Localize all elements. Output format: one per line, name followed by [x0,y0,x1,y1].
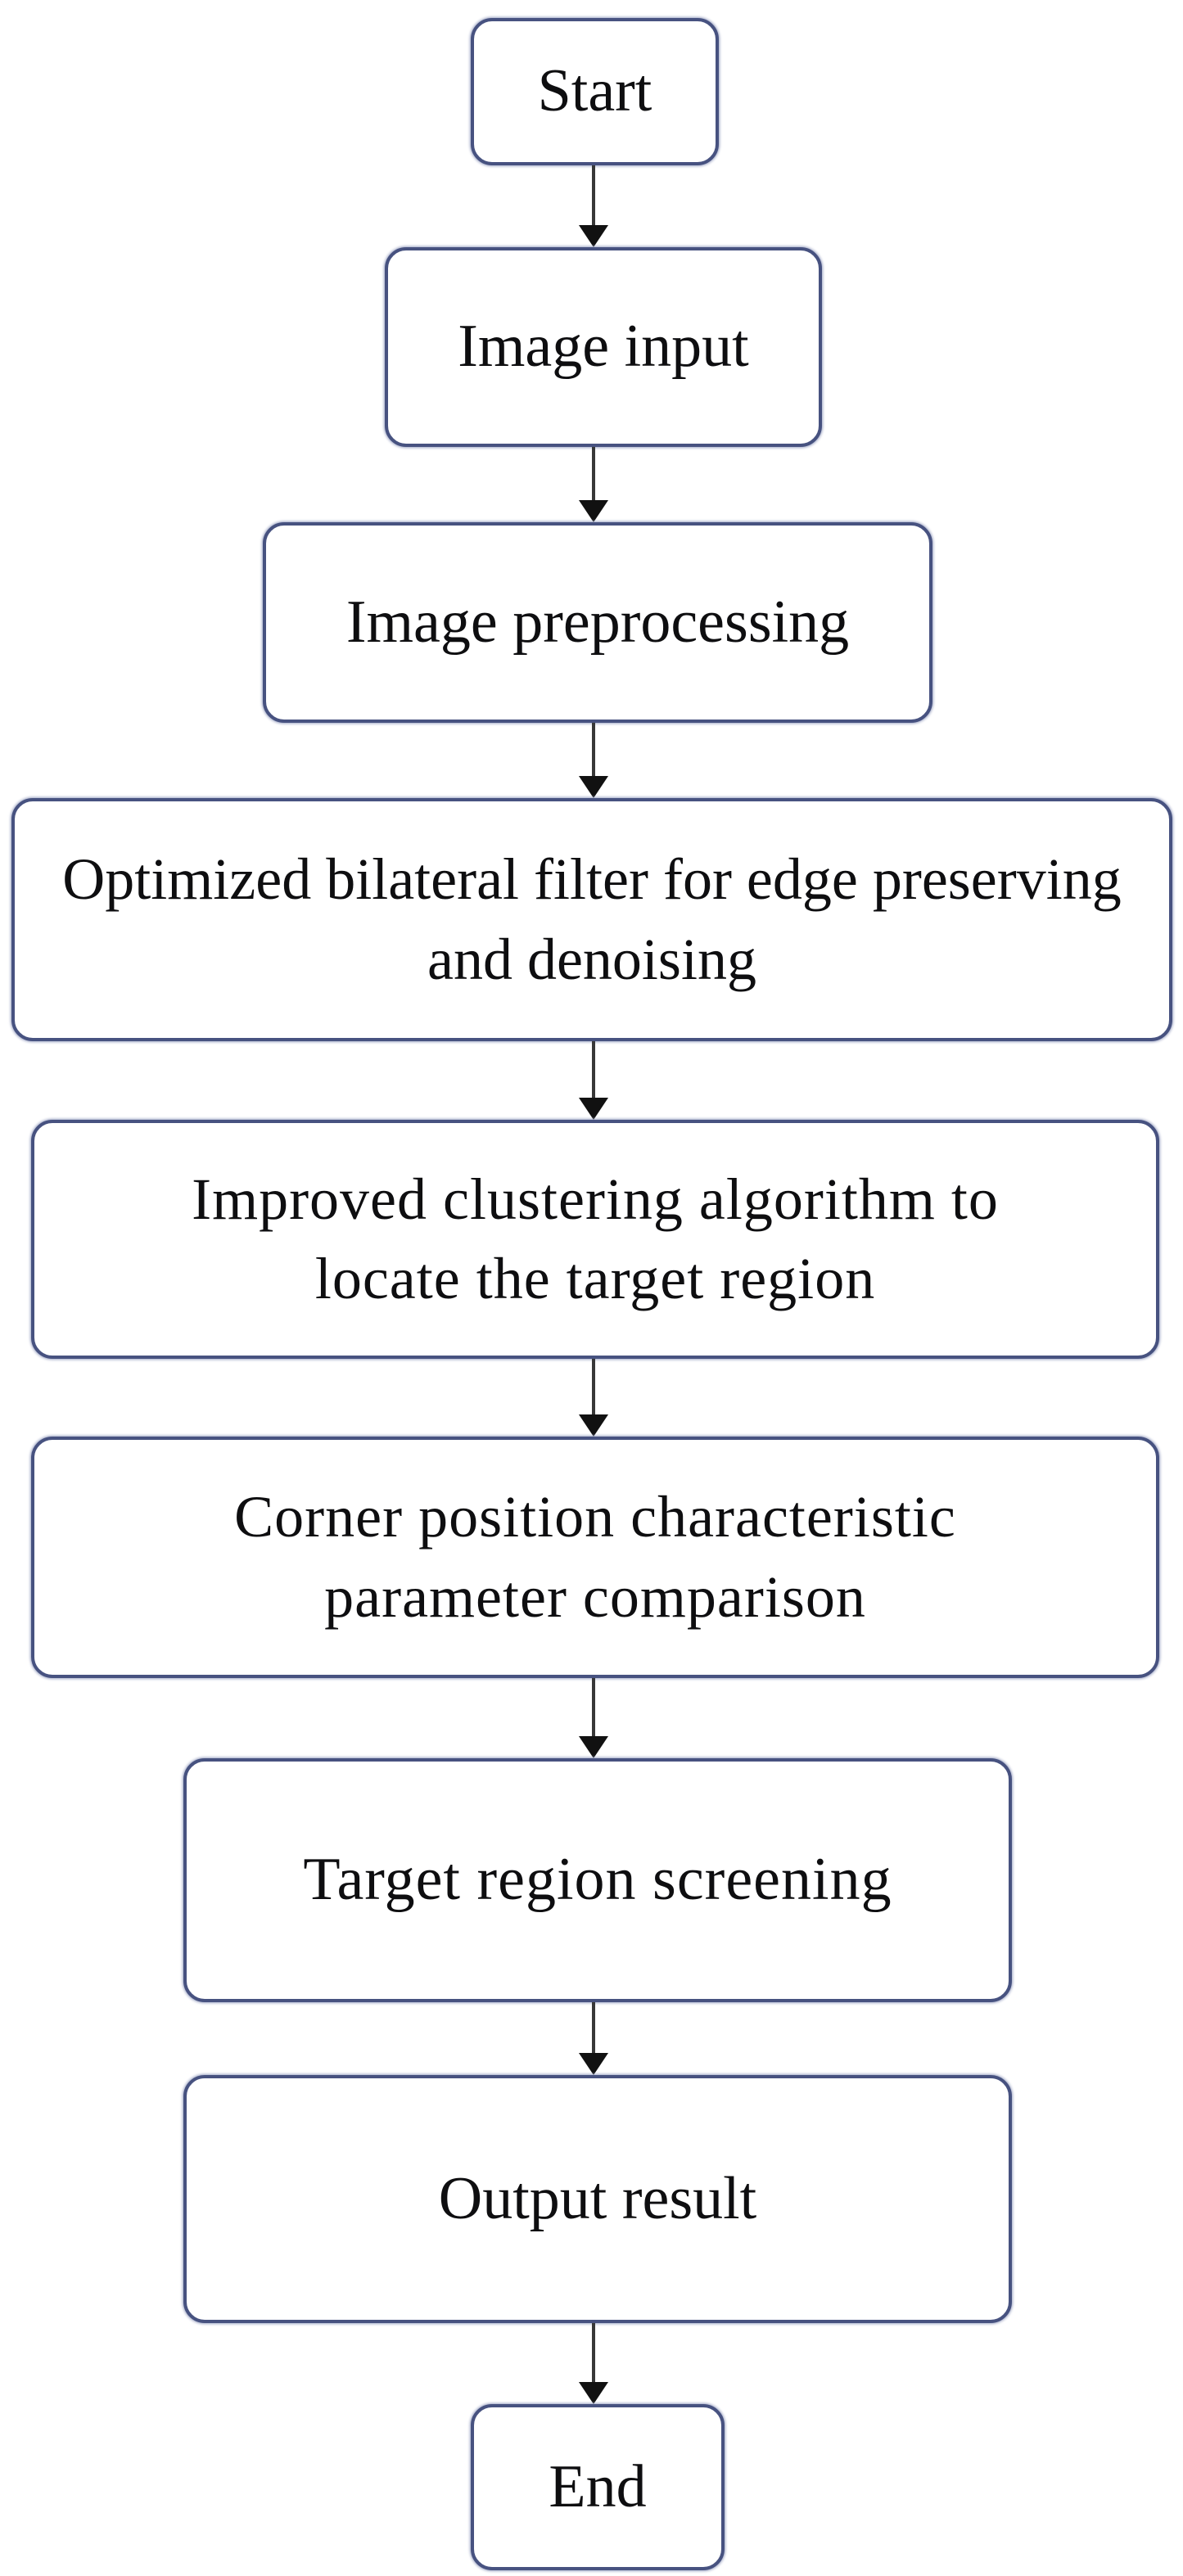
node-bilateral-filter-label-line2: and denoising [427,926,756,992]
arrowhead-down-icon [579,2053,608,2075]
node-target-screening-label: Target region screening [303,1846,892,1914]
node-corner-comparison: Corner position characteristic parameter… [31,1437,1159,1678]
arrowhead-down-icon [579,1736,608,1758]
node-image-input: Image input [385,247,822,447]
arrow-start-to-image-input [579,165,608,247]
arrow-shaft [592,1678,595,1740]
arrow-shaft [592,723,595,780]
arrowhead-down-icon [579,225,608,247]
arrow-preprocessing-to-bilateral-filter [579,723,608,798]
arrowhead-down-icon [579,776,608,798]
node-image-preprocessing-label: Image preprocessing [345,588,850,656]
arrow-bilateral-filter-to-clustering [579,1041,608,1120]
arrow-output-result-to-end [579,2323,608,2404]
node-clustering-label-line1: Improved clustering algorithm to [192,1166,999,1232]
arrowhead-down-icon [579,2382,608,2404]
arrow-target-screening-to-output-result [579,2002,608,2075]
arrowhead-down-icon [579,1414,608,1437]
node-corner-comparison-label-line1: Corner position characteristic [234,1484,956,1550]
arrowhead-down-icon [579,500,608,522]
node-end: End [471,2404,725,2570]
arrow-shaft [592,1359,595,1419]
node-output-result-label: Output result [438,2164,757,2232]
node-output-result: Output result [183,2075,1012,2323]
node-bilateral-filter: Optimized bilateral filter for edge pres… [11,798,1172,1041]
arrow-shaft [592,1041,595,1102]
arrowhead-down-icon [579,1098,608,1120]
node-bilateral-filter-label-line1: Optimized bilateral filter for edge pres… [62,846,1122,913]
node-image-preprocessing: Image preprocessing [263,522,932,723]
node-clustering-label-line2: locate the target region [314,1246,876,1311]
node-start-label: Start [537,57,652,125]
arrow-image-input-to-preprocessing [579,447,608,522]
arrow-shaft [592,165,595,229]
arrow-shaft [592,447,595,504]
node-image-input-label: Image input [458,313,749,381]
node-target-screening: Target region screening [183,1758,1012,2002]
node-end-label: End [549,2452,647,2520]
node-clustering: Improved clustering algorithm to locate … [31,1120,1159,1359]
arrow-clustering-to-corner-comparison [579,1359,608,1437]
arrow-shaft [592,2323,595,2386]
arrow-shaft [592,2002,595,2057]
node-corner-comparison-label-line2: parameter comparison [324,1563,866,1630]
node-start: Start [471,18,719,165]
arrow-corner-comparison-to-target-screening [579,1678,608,1758]
